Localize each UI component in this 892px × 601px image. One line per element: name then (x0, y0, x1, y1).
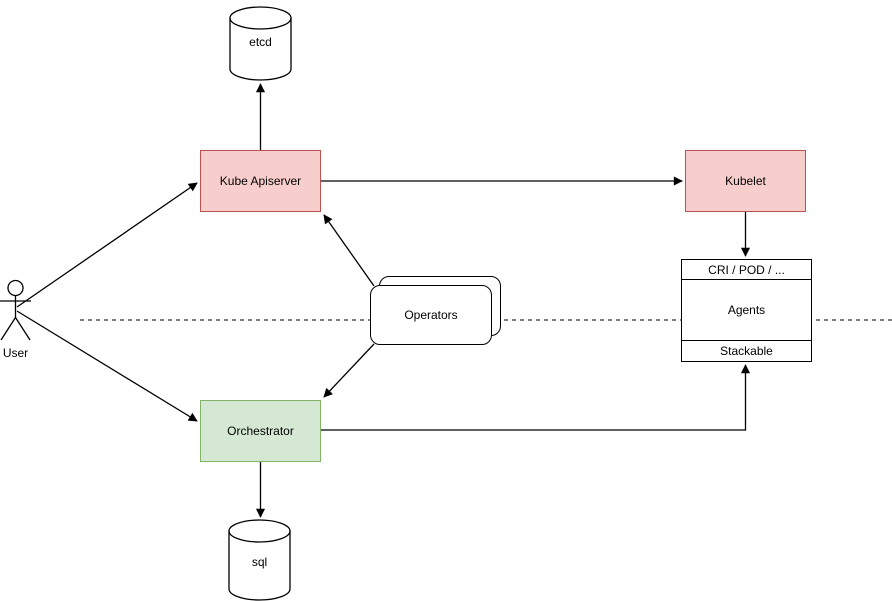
edge-user-to-orchestrator (16, 310, 198, 422)
node-kube-apiserver: Kube Apiserver (200, 150, 321, 212)
sql-label: sql (251, 555, 268, 569)
edge-operators-to-orchestrator (323, 343, 375, 398)
etcd-cylinder-shape (229, 6, 292, 81)
kube-apiserver-label: Kube Apiserver (219, 174, 302, 188)
node-kubelet: Kubelet (685, 150, 806, 212)
edge-user-to-kube-apiserver (16, 182, 198, 308)
operators-label: Operators (404, 308, 458, 322)
edge-orchestrator-to-stackable (321, 364, 751, 431)
agents-stack-body: Agents (727, 303, 766, 317)
edge-operators-to-kube-apiserver (323, 214, 375, 287)
agents-stack-header: CRI / POD / ... (682, 260, 811, 280)
actor-legs (0, 317, 31, 341)
etcd-label: etcd (249, 35, 272, 49)
sql-cylinder-shape (228, 519, 291, 601)
kubelet-label: Kubelet (725, 174, 766, 188)
node-operators: Operators (370, 285, 492, 345)
orchestrator-label: Orchestrator (227, 424, 294, 438)
actor-user-figure (0, 279, 31, 341)
actor-user-label: User (2, 346, 29, 360)
actor-head (7, 279, 24, 297)
agents-stack-footer: Stackable (682, 340, 811, 361)
node-agents-stack: CRI / POD / ... Agents Stackable (681, 259, 812, 362)
node-orchestrator: Orchestrator (200, 400, 321, 462)
